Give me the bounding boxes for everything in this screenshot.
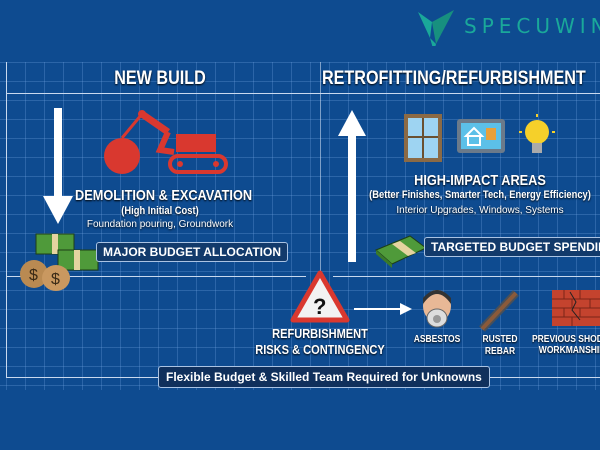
respirator-mask-icon <box>423 290 451 328</box>
column-divider <box>320 62 321 274</box>
footer-banner: Flexible Budget & Skilled Team Required … <box>158 366 490 388</box>
logo-text: SPECUWIN <box>464 14 600 38</box>
high-impact-detail: Interior Upgrades, Windows, Systems <box>396 205 564 216</box>
footer-banner-text: Flexible Budget & Skilled Team Required … <box>166 370 482 384</box>
cracked-brick-wall-icon <box>552 290 600 326</box>
svg-text:?: ? <box>313 294 326 319</box>
targeted-budget-label: TARGETED BUDGET SPENDING <box>431 240 600 254</box>
new-build-heading: NEW BUILD <box>114 68 206 89</box>
section-divider-right <box>333 276 600 277</box>
money-bags-icon: $ $ <box>20 233 99 291</box>
high-impact-subtitle: (Better Finishes, Smarter Tech, Energy E… <box>369 189 591 201</box>
up-arrow-icon <box>338 110 366 262</box>
window-icon <box>404 114 442 162</box>
smart-home-panel-icon <box>457 119 505 153</box>
risks-title-line2: RISKS & CONTINGENCY <box>255 342 385 357</box>
major-budget-label: MAJOR BUDGET ALLOCATION <box>103 245 281 259</box>
risk-rusted-line1: RUSTED <box>482 334 518 345</box>
risk-workmanship-line1: PREVIOUS SHODDY <box>532 334 600 345</box>
high-impact-title: HIGH-IMPACT AREAS <box>414 172 546 189</box>
targeted-budget-badge: TARGETED BUDGET SPENDING <box>424 237 600 257</box>
risk-asbestos: ASBESTOS <box>413 334 461 345</box>
retrofit-heading-wrap: RETROFITTING/REFURBISHMENT <box>322 68 600 90</box>
risk-workmanship-wrap: PREVIOUS SHODDY WORKMANSHIP <box>532 334 600 360</box>
svg-text:$: $ <box>29 267 38 284</box>
retrofit-heading: RETROFITTING/REFURBISHMENT <box>322 68 586 89</box>
specuwin-logo-icon <box>418 10 454 46</box>
rusted-rebar-icon <box>479 290 519 332</box>
demolition-detail: Foundation pouring, Groundwork <box>86 219 234 230</box>
header-divider <box>6 93 600 94</box>
section-divider-left <box>6 276 306 277</box>
risk-rusted-line2: REBAR <box>484 346 516 357</box>
excavator-wrecking-ball-icon <box>104 110 228 174</box>
right-arrow-icon <box>354 303 412 315</box>
down-arrow-icon <box>43 108 73 224</box>
risks-title-line1: REFURBISHMENT <box>272 326 368 341</box>
demolition-subtitle: (High Initial Cost) <box>121 205 199 217</box>
light-bulb-icon <box>519 114 555 153</box>
svg-text:$: $ <box>51 271 60 288</box>
risk-workmanship-line2: WORKMANSHIP <box>538 345 600 356</box>
blueprint-grid <box>0 62 600 390</box>
warning-triangle-icon: ? <box>290 270 350 323</box>
demolition-title: DEMOLITION & EXCAVATION <box>75 187 253 204</box>
major-budget-badge: MAJOR BUDGET ALLOCATION <box>96 242 288 262</box>
frame-left <box>6 62 7 377</box>
cash-stack-icon <box>375 235 427 268</box>
